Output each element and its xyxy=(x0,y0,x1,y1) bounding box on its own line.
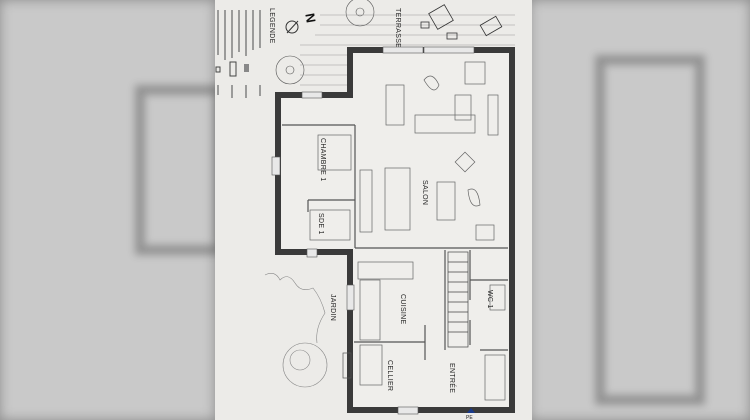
staircase xyxy=(447,251,469,348)
garden-bin xyxy=(342,352,352,379)
blurred-background-left xyxy=(0,0,215,420)
blurred-background-right xyxy=(530,0,750,420)
terrace-furniture xyxy=(420,4,503,40)
entrance-arrow-icon xyxy=(467,408,475,413)
terrace-decking xyxy=(300,14,515,86)
room-label-salon: SALON xyxy=(421,180,428,205)
tree-icon xyxy=(275,0,375,85)
legend-title: LEGENDE xyxy=(268,8,275,44)
room-label-jardin: JARDIN xyxy=(329,294,336,321)
room-label-chambre: CHAMBRE 1 xyxy=(319,138,326,182)
room-label-cuisine: CUISINE xyxy=(399,294,406,325)
garden-shrub-icon xyxy=(264,273,328,388)
windows xyxy=(271,46,475,415)
room-label-wc: WC 1 xyxy=(486,290,493,309)
north-label: N xyxy=(302,12,318,24)
furniture xyxy=(309,61,506,401)
entrance-label: PE xyxy=(466,415,473,420)
legend: LEGENDE xyxy=(215,8,275,98)
room-label-terrasse: TERRASSE 1 xyxy=(394,8,401,55)
room-label-entree: ENTRÉE xyxy=(448,363,457,393)
room-label-sde: SDE 1 xyxy=(317,213,324,235)
room-label-cellier: CELLIER xyxy=(386,360,393,391)
north-arrow-icon: N xyxy=(285,12,319,34)
interior-walls xyxy=(282,124,508,360)
